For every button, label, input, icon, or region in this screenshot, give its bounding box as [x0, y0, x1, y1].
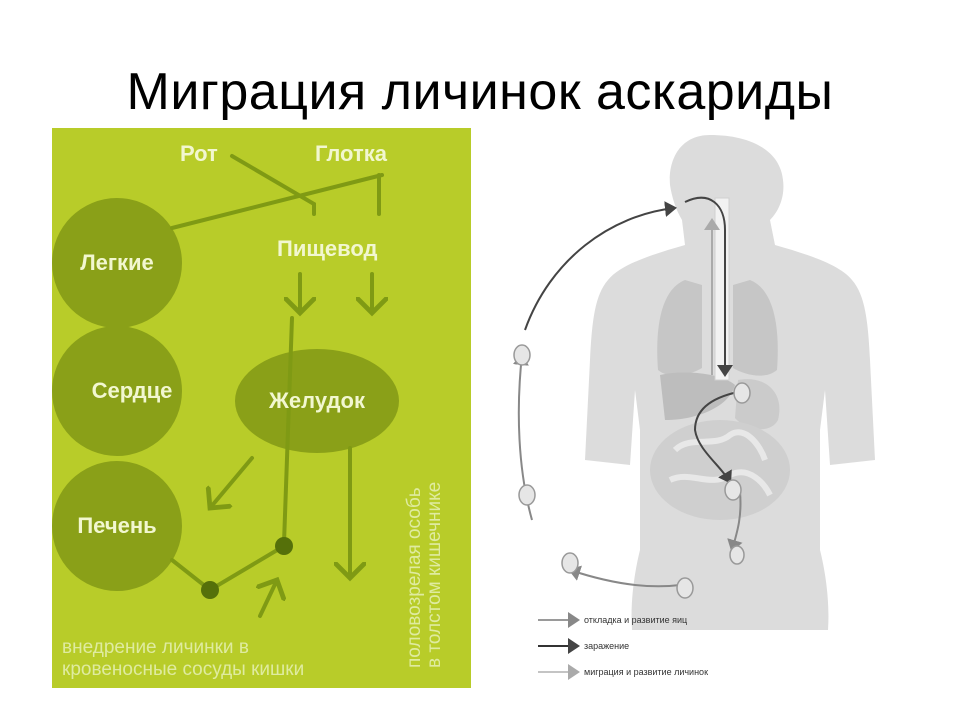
egg-icon: [561, 552, 579, 574]
swallow-path: [693, 391, 739, 484]
body-illustration: откладка и развитие яиц заражение миграц…: [512, 135, 875, 680]
migration-scheme: Рот Глотка Пищевод Легкие Сердце Печень …: [52, 128, 471, 688]
egg-excretion-path: [727, 491, 743, 552]
lungs-label: Легкие: [80, 250, 154, 275]
pharynx-label: Глотка: [315, 141, 388, 166]
liver-shape: [52, 461, 182, 591]
intestine-label-line1: половозрелая особь: [404, 487, 425, 668]
outer-cycle-bottom: [568, 565, 681, 588]
egg-icon: [729, 545, 745, 565]
legend-eggs-label: откладка и развитие яиц: [584, 615, 687, 625]
egg-icon: [724, 479, 742, 501]
pharynx-to-lungs-line: [170, 173, 384, 230]
vessel-junction-dot: [275, 537, 293, 555]
heart-shape: [52, 326, 182, 456]
egg-icon: [676, 577, 694, 599]
esophagus-shape: [714, 197, 730, 381]
liver-label: Печень: [77, 513, 156, 538]
liver-shape: [660, 372, 735, 420]
to-liver-arrow: [210, 456, 254, 508]
egg-icon: [518, 484, 536, 506]
left-lung-shape: [733, 280, 778, 376]
heart-label: Сердце: [92, 378, 173, 403]
liver-junction-dot: [201, 581, 219, 599]
stomach-shape: [235, 349, 399, 453]
outer-cycle-top: [524, 201, 677, 331]
intestine-label-line2: в толстом кишечнике: [424, 482, 445, 668]
mouth-label: Рот: [180, 141, 218, 166]
infection-path: [684, 196, 733, 377]
legend-migration-label: миграция и развитие личинок: [584, 667, 708, 677]
egg-markers: [513, 344, 751, 599]
legend: откладка и развитие яиц заражение миграц…: [538, 612, 708, 680]
caption-line1: внедрение личинки в: [62, 637, 249, 658]
caption-line2: кровеносные сосуды кишки: [62, 659, 304, 680]
egg-icon: [733, 382, 751, 404]
mouth-to-esophagus-line: [230, 154, 316, 216]
legend-infection-label: заражение: [584, 641, 629, 651]
egg-icon: [513, 344, 531, 366]
right-lung-shape: [657, 280, 702, 376]
penetration-arrow: [260, 580, 277, 618]
stomach-label: Желудок: [268, 388, 366, 413]
lungs-shape: [52, 198, 182, 328]
slide-title: Миграция личинок аскариды: [126, 63, 834, 121]
blood-vessel-up-line: [282, 316, 294, 545]
esophagus-label: Пищевод: [277, 236, 378, 261]
